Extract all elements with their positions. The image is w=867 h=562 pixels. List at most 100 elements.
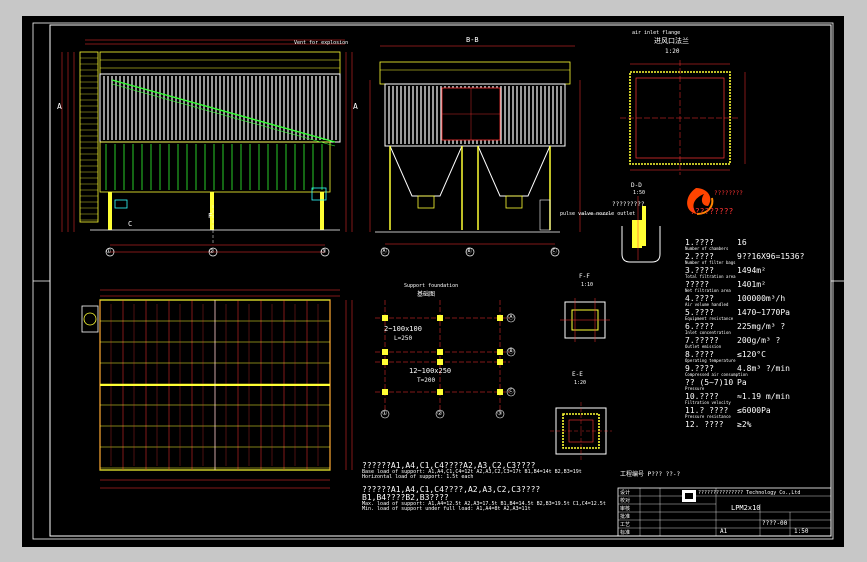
detail-d-d (580, 196, 661, 263)
support-axis-1: ① (382, 410, 388, 417)
support-load-notes: ??????A1,A4,C1,C4????A2,A3,C2,C3???? Bas… (362, 462, 618, 512)
spec-value: 1401m² (737, 280, 766, 289)
spec-value: 9??16X96=1536? (737, 252, 805, 261)
spec-value: ≥2% (737, 420, 752, 429)
spec-label: ?? (5~7)10 (685, 378, 734, 387)
support-plan-subtitle: 基础图 (417, 291, 436, 298)
support-label-2b: T=200 (417, 377, 436, 384)
spec-sub: Air volume handled (685, 302, 729, 307)
detail-e (550, 402, 612, 460)
spec-sub: Number of filter bags (685, 260, 736, 265)
spec-value: 4.8m³ ?/min (737, 364, 790, 373)
axis-1: ① (106, 248, 112, 255)
title-block (617, 487, 832, 537)
detail-dd-scale: 1:50 (633, 190, 646, 196)
spec-value: ≤120°C (737, 350, 766, 359)
axis-3: ③ (321, 248, 327, 255)
spec-sub: Total filtration area (685, 274, 736, 279)
detail-e-scale: 1:20 (574, 380, 587, 386)
note-line: Max. load of support: A1,A4=12.5t A2,A3=… (362, 501, 606, 507)
detail-e-title: E-E (572, 371, 583, 378)
support-axis-3: ③ (497, 410, 503, 417)
signature-value: P??? ??-? (647, 471, 681, 478)
spec-label: 4.???? (685, 294, 714, 303)
note-line: ??????A1,A4,C1,C4????A2,A3,C2,C3???? (362, 461, 536, 470)
spec-label: 5.???? (685, 308, 714, 317)
detail-dd-note: ????????? (612, 201, 645, 208)
support-axis-b: Ⓑ (508, 348, 515, 355)
spec-sub: Inlet concentration (685, 330, 731, 335)
spec-label: 2.???? (685, 252, 714, 261)
section-b-b-view (369, 45, 581, 257)
detail-ff-scale: 1:10 (581, 282, 594, 288)
title-block-drawing-no: ????-00 (762, 520, 788, 527)
bb-axis-c: Ⓒ (551, 248, 558, 255)
spec-value: 16 (737, 238, 747, 247)
flange-plan-scale: 1:20 (665, 48, 680, 55)
support-axis-2: ② (437, 410, 443, 417)
title-block-company: ??????????????? Technology Co.,Ltd (698, 490, 801, 496)
title-block-row-label: 工艺 (620, 522, 631, 528)
note-line: Base load of support: A1,A4,C1,C4=12t A2… (362, 469, 582, 475)
title-block-row-label: 批准 (620, 514, 631, 520)
spec-value: Pa (737, 378, 747, 387)
spec-label: 1.???? (685, 238, 714, 247)
spec-value: 200g/m³ ? (737, 336, 781, 345)
note-line: B1,B4????B2,B3???? (362, 493, 449, 502)
spec-row: 7.?????200g/m³ ?Outlet emission (685, 336, 825, 350)
spec-sub: Equipment resistance (685, 316, 734, 321)
title-block-row-label: 校对 (620, 498, 631, 504)
bb-nozzle-note: pulse valve nozzle outlet (560, 211, 636, 217)
plan-view (81, 289, 353, 489)
detail-ff-title: F-F (579, 273, 590, 280)
spec-value: 100000m³/h (737, 294, 786, 303)
spec-sub: Operating temperature (685, 358, 736, 363)
spec-value: 225mg/m³ ? (737, 322, 786, 331)
bb-axis-a: Ⓐ (381, 248, 388, 255)
title-block-scale: 1:50 (794, 528, 809, 535)
note-line: ??????A1,A4,C1,C4????,A2,A3,C2,C3???? (362, 485, 541, 494)
spec-value: ≤6000Pa (737, 406, 771, 415)
support-plan-title: Support foundation (404, 283, 459, 289)
section-bb-title: B-B (466, 36, 479, 44)
spec-value: 1494m² (737, 266, 766, 275)
inlet-flange-plan (620, 60, 746, 175)
title-block-row-label: 审核 (620, 506, 631, 512)
signature-label-text: 工程编号 (620, 471, 648, 478)
company-logo (687, 188, 714, 215)
flange-plan-subtitle: 进风口法兰 (654, 37, 689, 45)
support-foundation-plan (375, 300, 516, 419)
note-line: Horizontal load of support: 1.5t each (362, 474, 474, 480)
spec-label: 11.? ???? (685, 406, 729, 415)
spec-sub: Filtration velocity (685, 400, 731, 405)
spec-row: 6.????225mg/m³ ?Inlet concentration (685, 322, 825, 336)
spec-row: 2.???? 9??16X96=1536?Number of filter bag… (685, 252, 825, 266)
detail-dd-title: D-D (631, 182, 642, 189)
detail-f-f (560, 298, 610, 342)
spec-sub: Pressure (685, 386, 705, 391)
title-block-row-label: 标准 (620, 530, 631, 536)
spec-label: 10.???? (685, 392, 719, 401)
drawing-inner-border (49, 24, 832, 537)
spec-label: 7.????? (685, 336, 719, 345)
flange-plan-title: air inlet flange (632, 30, 681, 36)
side-elevation-view (61, 39, 353, 257)
marker-c: C (128, 220, 133, 228)
title-block-sheet: A1 (720, 528, 728, 535)
spec-sub: Number of chambers (685, 246, 729, 251)
spec-label: 3.???? (685, 266, 714, 275)
support-axis-a: Ⓐ (508, 314, 515, 321)
support-label-2: 12~100x250 (409, 367, 452, 375)
support-label-1b: L=250 (394, 335, 413, 342)
spec-sub: Net filtration area (685, 288, 731, 293)
spec-label: 12. ???? (685, 420, 724, 429)
